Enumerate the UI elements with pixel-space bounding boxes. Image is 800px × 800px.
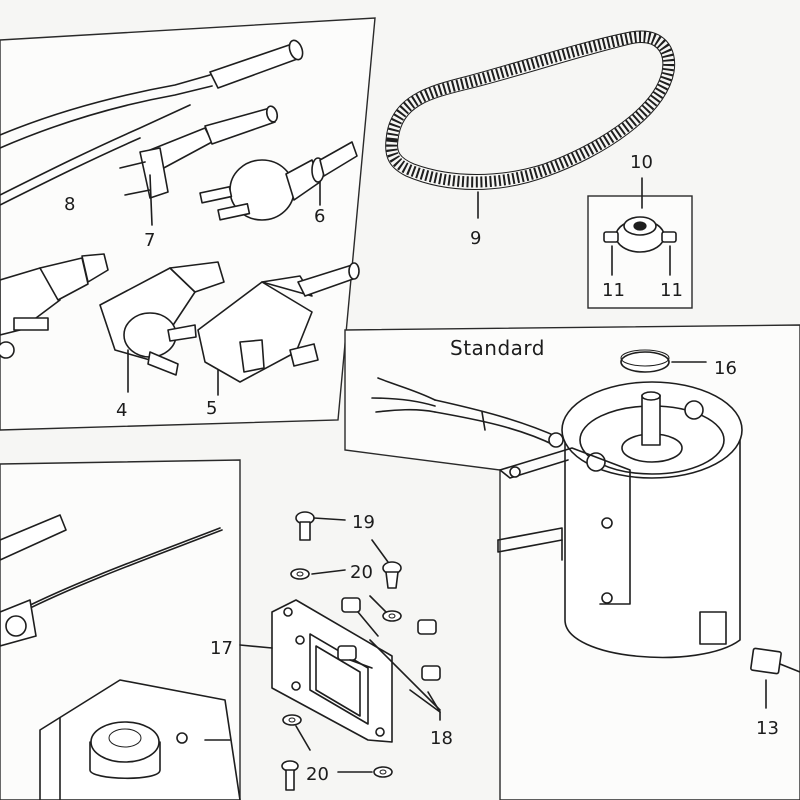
schuko-plug: [99, 261, 225, 393]
timing-belt: [385, 30, 676, 219]
part-label-20b: 20: [306, 764, 329, 785]
three-pin-plug: [197, 262, 360, 396]
motor-panel-title: Standard: [450, 336, 545, 360]
screws-washers: [281, 511, 441, 791]
part-label-9: 9: [470, 228, 481, 249]
part-label-8: 8: [64, 194, 75, 215]
part-label-7: 7: [144, 230, 155, 251]
two-pin-plug: [119, 105, 279, 226]
motor: [371, 377, 743, 659]
base-housing: [39, 679, 241, 800]
rod-assembly: [0, 514, 223, 647]
part-label-16: 16: [714, 358, 737, 379]
part-label-10: 10: [630, 152, 653, 173]
part-label-11a: 11: [602, 280, 625, 301]
part-label-20a: 20: [350, 562, 373, 583]
part-label-11b: 11: [660, 280, 683, 301]
partial-plug-left: [0, 253, 109, 359]
pulley: [603, 177, 677, 276]
round-three-pin-plug: [199, 141, 358, 221]
mounting-bracket: [239, 599, 393, 743]
part-label-13: 13: [756, 718, 779, 739]
part-label-18: 18: [430, 728, 453, 749]
part-label-19: 19: [352, 512, 375, 533]
power-cord: [0, 39, 304, 206]
connector-13: [750, 647, 800, 709]
part-label-6: 6: [314, 206, 325, 227]
part-label-4: 4: [116, 400, 127, 421]
part-label-17: 17: [210, 638, 233, 659]
part-label-5: 5: [206, 398, 217, 419]
washer: [620, 349, 707, 373]
